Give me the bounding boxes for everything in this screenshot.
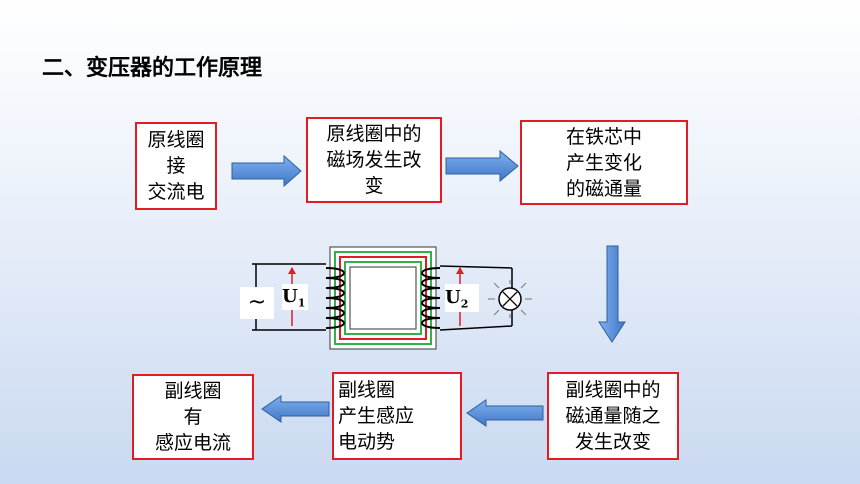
u1-label-text: U [282,286,298,307]
flow-arrow-right-1 [231,154,302,188]
transformer [252,246,532,350]
u1-label-sub: 1 [297,296,306,310]
step-core-flux-line3: 的磁通量 [565,177,642,200]
step-primary-field-line2: 磁场发生改 [326,149,422,171]
step-secondary-flux-line1: 副线圈中的 [565,379,661,401]
step-primary-ac-line3: 交流电 [147,181,205,203]
step-secondary-current-line1: 副线圈 [164,380,222,402]
step-primary-ac-box: 原线圈 接 交流电 [135,122,217,210]
step-secondary-emf-line2: 产生感应 [338,405,415,427]
u2-label: U2 [445,284,479,312]
step-secondary-emf-line1: 副线圈 [338,379,396,401]
u2-label-sub: 2 [460,297,469,311]
step-primary-ac-line1: 原线圈 [147,129,205,151]
page-title: 二、变压器的工作原理 [42,56,263,81]
step-core-flux-line1: 在铁芯中 [565,125,642,148]
u1-label: U1 [282,284,308,310]
flux-path-green-inner [344,261,422,335]
step-primary-ac-line2: 接 [166,155,186,177]
u2-label-text: U [445,287,461,308]
ac-source-symbol: ~ [247,290,267,315]
step-secondary-flux-box: 副线圈中的 磁通量随之 发生改变 [547,372,679,460]
flow-arrow-left-2 [261,395,330,423]
step-secondary-current-box: 副线圈 有 感应电流 [132,374,254,460]
secondary-circuit [439,265,513,331]
iron-core-window [349,266,417,330]
step-primary-field-box: 原线圈中的 磁场发生改 变 [306,117,442,203]
u2-arrow-head [456,267,464,274]
primary-coil [325,267,345,329]
flow-arrow-right-2 [445,149,519,183]
u1-arrow-head [288,267,296,274]
flow-arrow-left-1 [466,399,544,427]
step-secondary-current-line3: 感应电流 [154,432,231,454]
step-secondary-emf-box: 副线圈 产生感应 电动势 [332,372,462,460]
step-secondary-flux-line2: 磁通量随之 [565,405,661,427]
secondary-coil [421,267,441,329]
step-secondary-flux-line3: 发生改变 [574,431,651,453]
flux-path-red [339,256,427,340]
lamp-icon [488,280,532,318]
step-primary-field-line1: 原线圈中的 [326,123,422,145]
step-core-flux-box: 在铁芯中 产生变化 的磁通量 [520,120,688,205]
ac-source-label: ~ [240,287,274,319]
flow-arrow-down [598,245,626,343]
step-primary-field-line3: 变 [364,175,384,197]
step-secondary-current-line2: 有 [183,406,203,428]
step-core-flux-line2: 产生变化 [565,151,642,174]
step-secondary-emf-line3: 电动势 [338,431,396,453]
